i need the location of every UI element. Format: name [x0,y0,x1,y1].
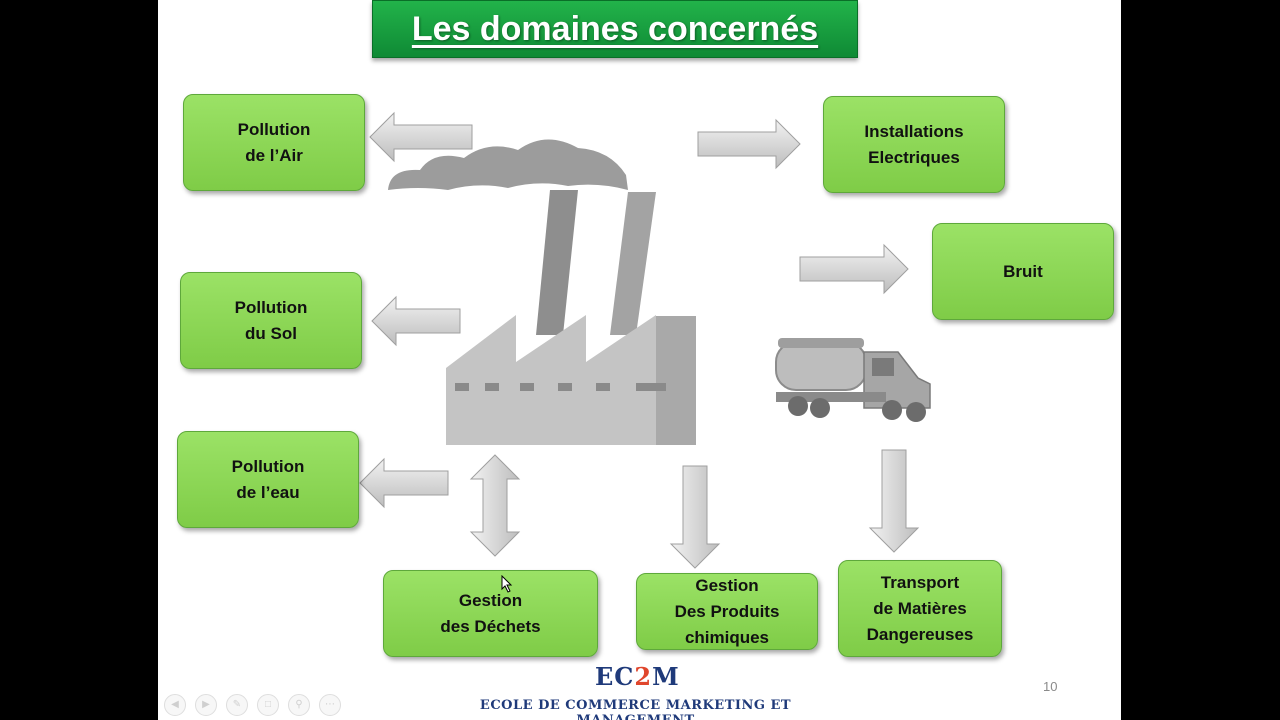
box-pollution-eau: Pollution de l’eau [177,431,359,528]
arrow-to-produits [669,465,721,569]
box-pollution-air: Pollution de l’Air [183,94,365,191]
title-banner: Les domaines concernés [372,0,858,58]
next-icon[interactable]: ▶ [195,694,217,716]
diagram-graphics [359,111,931,569]
box-installations-electriques: Installations Electriques [823,96,1005,193]
page-number: 10 [1043,679,1058,694]
pen-icon[interactable]: ✎ [226,694,248,716]
arrow-to-bruit [799,243,909,295]
box-gestion-dechets-label: Gestion des Déchets [440,590,541,636]
factory-building [446,315,696,445]
logo-part-m: M [652,662,680,691]
box-installations-electriques-label: Installations Electriques [864,121,964,167]
ec2m-logo: EC2M [595,662,679,691]
arrow-to-eau [359,457,449,509]
factory-windows [455,383,666,391]
arrow-to-installations [697,118,801,170]
box-pollution-air-label: Pollution de l’Air [237,119,311,165]
chimney-left [536,190,578,335]
arrow-to-transport [868,449,920,553]
more-icon[interactable]: ⋯ [319,694,341,716]
arrow-to-dechets [469,454,521,557]
box-pollution-sol-label: Pollution du Sol [234,297,308,343]
box-bruit-label: Bruit [1003,261,1043,281]
box-transport-matieres-dangereuses: Transport de Matières Dangereuses [838,560,1002,657]
box-pollution-sol: Pollution du Sol [180,272,362,369]
box-pollution-eau-label: Pollution de l’eau [231,456,305,502]
slides-icon[interactable]: □ [257,694,279,716]
mouse-cursor-icon [501,575,513,593]
box-bruit: Bruit [932,223,1114,320]
slideshow-controls: ◀ ▶ ✎ □ ⚲ ⋯ [164,694,341,716]
zoom-icon[interactable]: ⚲ [288,694,310,716]
box-gestion-dechets: Gestion des Déchets [383,570,598,657]
chimney-right [610,192,656,335]
previous-icon[interactable]: ◀ [164,694,186,716]
box-transport-matieres-dangereuses-label: Transport de Matières Dangereuses [866,572,974,644]
slide: Les domaines concernés [158,0,1121,720]
factory-side [656,316,696,445]
smoke-cloud [388,139,628,190]
logo-part-ec: EC [595,662,635,691]
arrow-to-air [369,111,473,163]
slide-title: Les domaines concernés [411,9,819,48]
box-gestion-produits-chimiques-label: Gestion Des Produits chimiques [674,575,780,647]
tanker-truck-icon [775,338,931,422]
box-gestion-produits-chimiques: Gestion Des Produits chimiques [636,573,818,650]
school-name: ECOLE DE COMMERCE MARKETING ET MANAGEMEN… [479,698,792,720]
arrow-to-sol [371,295,461,347]
logo-part-2: 2 [634,662,653,691]
